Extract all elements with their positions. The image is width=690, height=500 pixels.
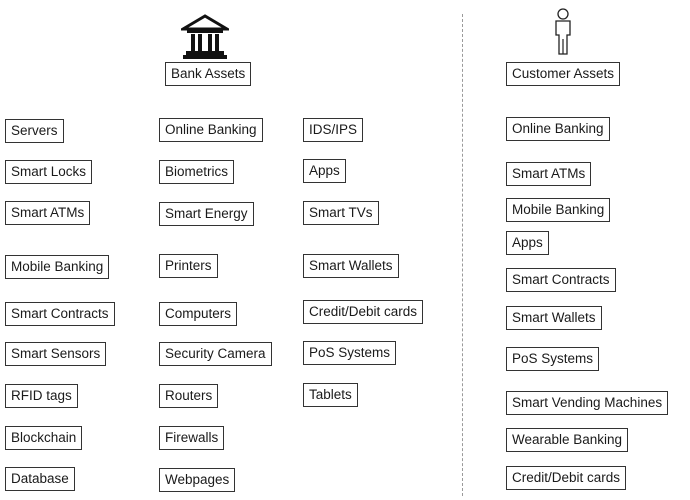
bank-asset-item: Smart Contracts [5,302,115,326]
customer-asset-item: Smart Wallets [506,306,602,330]
bank-asset-item: Tablets [303,383,358,407]
bank-asset-item: PoS Systems [303,341,397,365]
bank-asset-item: Mobile Banking [5,255,110,279]
bank-asset-item: Webpages [159,468,236,492]
customer-asset-item: Online Banking [506,117,610,141]
bank-asset-item: Computers [159,302,238,326]
bank-asset-item: Smart Sensors [5,342,107,366]
bank-asset-item: RFID tags [5,384,78,408]
bank-asset-item: Smart ATMs [5,201,91,225]
customer-asset-item: Smart ATMs [506,162,592,186]
customer-asset-item: Smart Vending Machines [506,391,669,415]
bank-asset-item: Smart Wallets [303,254,399,278]
bank-asset-item: Printers [159,254,218,278]
bank-asset-item: Security Camera [159,342,272,366]
person-icon [555,8,571,55]
customer-asset-item: Mobile Banking [506,198,611,222]
customer-asset-item: Smart Contracts [506,268,616,292]
bank-asset-item: Smart Locks [5,160,93,184]
bank-assets-title: Bank Assets [165,62,252,86]
section-divider [462,14,463,496]
bank-asset-item: Apps [303,159,346,183]
bank-asset-item: Smart TVs [303,201,379,225]
bank-asset-item: Smart Energy [159,202,254,226]
customer-asset-item: Wearable Banking [506,428,629,452]
bank-asset-item: Firewalls [159,426,225,450]
bank-asset-item: Biometrics [159,160,235,184]
bank-asset-item: IDS/IPS [303,118,364,142]
bank-asset-item: Blockchain [5,426,83,450]
customer-asset-item: Apps [506,231,549,255]
bank-asset-item: Servers [5,119,64,143]
bank-asset-item: Online Banking [159,118,263,142]
bank-asset-item: Database [5,467,75,491]
customer-asset-item: PoS Systems [506,347,600,371]
customer-asset-item: Credit/Debit cards [506,466,627,490]
bank-asset-item: Routers [159,384,219,408]
bank-asset-item: Credit/Debit cards [303,300,424,324]
customer-assets-title: Customer Assets [506,62,621,86]
bank-building-icon [181,14,229,59]
